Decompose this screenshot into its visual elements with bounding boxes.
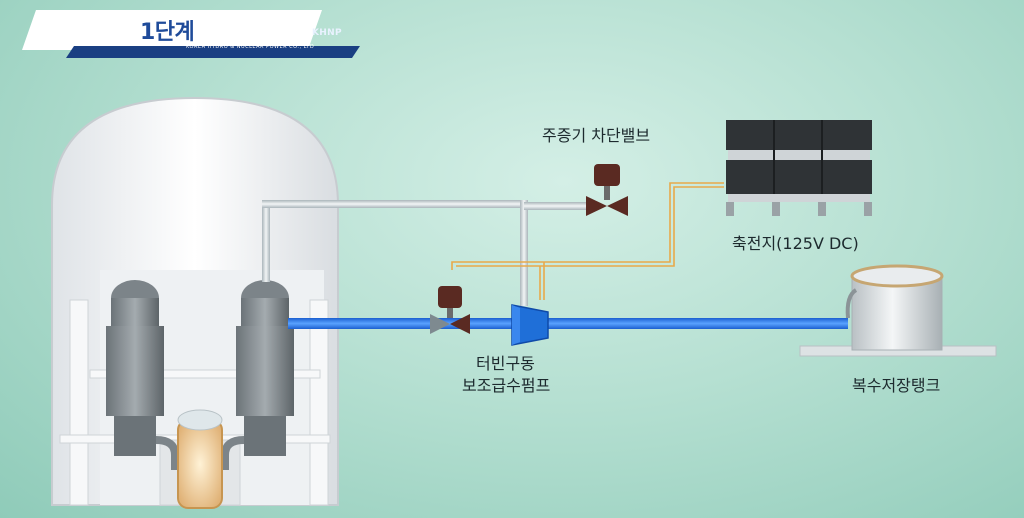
pump-steam-valve [430, 286, 470, 334]
reactor-vessel [177, 409, 223, 509]
main-steam-line [262, 200, 590, 306]
label-turbine-pump-line1: 터빈구동 [476, 354, 535, 373]
battery-bank [726, 120, 872, 216]
label-condensate-storage-tank: 복수저장탱크 [852, 376, 941, 395]
steam-generator-left [106, 280, 179, 470]
auxiliary-feedwater-line [288, 318, 848, 329]
turbine-driven-pump [511, 304, 549, 346]
label-battery: 축전지(125V DC) [732, 234, 859, 253]
khnp-logo: KHNP [312, 28, 342, 38]
condensate-storage-tank [799, 264, 997, 357]
steam-generator-right [221, 280, 294, 470]
company-subtitle: KOREA HYDRO & NUCLEAR POWER CO., LTD [186, 44, 315, 50]
main-steam-isolation-valve [586, 164, 628, 216]
label-main-steam-isolation-valve: 주증기 차단밸브 [542, 126, 651, 145]
signal-wiring [451, 182, 724, 300]
stage-banner [22, 10, 360, 58]
label-turbine-pump-line2: 보조급수펌프 [462, 376, 551, 395]
stage-title: 1단계 [140, 20, 195, 45]
